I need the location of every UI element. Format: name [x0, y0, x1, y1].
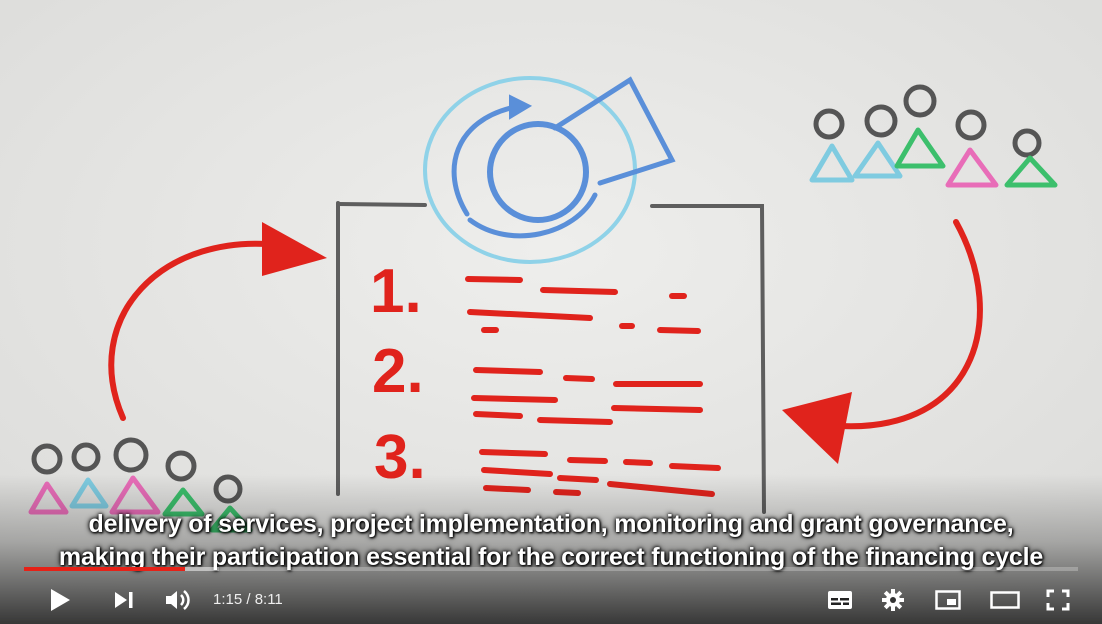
volume-icon: [166, 590, 190, 610]
caption-line-1: delivery of services, project implementa…: [88, 510, 1014, 538]
theater-mode-icon: [990, 591, 1020, 609]
cycle-diagram: [423, 76, 676, 264]
people-group-top-right: [809, 84, 1058, 188]
theater-mode-button[interactable]: [985, 578, 1025, 622]
list-number-1: 1.: [370, 257, 422, 326]
fullscreen-icon: [1046, 589, 1070, 611]
list-scribbles: [465, 276, 721, 497]
next-button[interactable]: [104, 578, 144, 622]
list-number-3: 3.: [374, 423, 426, 492]
next-icon: [115, 592, 133, 608]
numbered-list: 1. 2. 3.: [370, 257, 721, 497]
miniplayer-button[interactable]: [930, 578, 966, 622]
caption-window: delivery of services, project implementa…: [0, 508, 1102, 574]
fullscreen-button[interactable]: [1040, 578, 1076, 622]
volume-button[interactable]: [158, 578, 198, 622]
left-arrow: [108, 222, 327, 421]
miniplayer-icon: [935, 590, 961, 610]
list-number-2: 2.: [372, 337, 424, 406]
settings-button[interactable]: [875, 578, 911, 622]
play-button[interactable]: [40, 578, 80, 622]
player-controls: 1:15 / 8:11: [0, 578, 1102, 622]
subtitles-button[interactable]: [822, 578, 858, 622]
caption-line-2: making their participation essential for…: [58, 543, 1044, 571]
progress-bar[interactable]: [24, 567, 1078, 571]
progress-played: [24, 567, 186, 571]
subtitles-icon: [828, 591, 852, 609]
gear-icon: [882, 589, 904, 611]
document-box: [336, 201, 766, 514]
time-display: 1:15 / 8:11: [213, 591, 283, 608]
right-arrow: [782, 219, 983, 464]
play-icon: [51, 589, 70, 611]
